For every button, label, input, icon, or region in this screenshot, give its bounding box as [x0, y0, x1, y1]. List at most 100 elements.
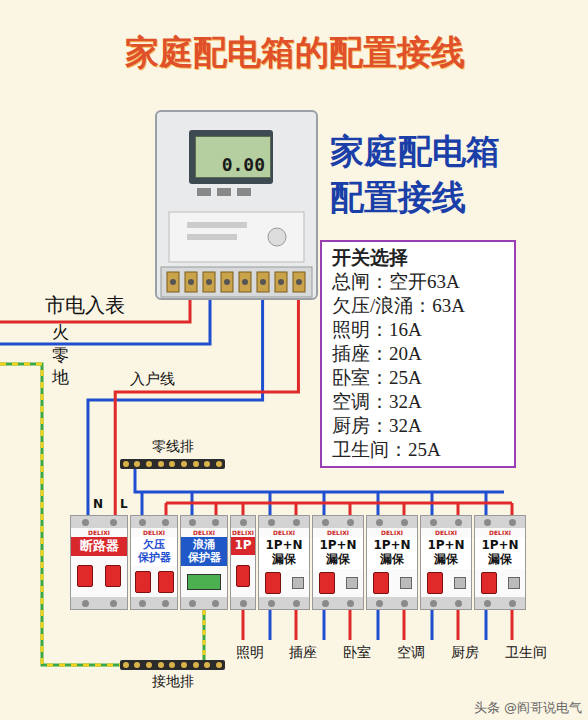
wire — [115, 300, 298, 515]
terminal-screw — [322, 519, 329, 526]
label: 头条 @阎哥说电气 — [0, 700, 582, 716]
terminal-screw — [162, 600, 169, 607]
meter-body-part — [169, 212, 304, 262]
toggle-handle — [373, 572, 389, 594]
toggle-handle — [77, 565, 93, 587]
wire — [135, 465, 504, 492]
spec-line: 空调：32A — [332, 390, 504, 414]
terminal-screw — [401, 600, 408, 607]
terminal-screw — [484, 519, 491, 526]
window — [187, 574, 221, 590]
meter-body-part — [189, 130, 273, 184]
label: L — [120, 497, 128, 511]
spec-line: 照明：16A — [332, 318, 504, 342]
circuit-label: 卫生间 — [505, 645, 519, 660]
toggle-handle — [265, 572, 281, 594]
brand-text: DELIXI — [475, 528, 525, 537]
brand-text: DELIXI — [313, 528, 363, 537]
terminal-screw — [347, 519, 354, 526]
brand-text: DELIXI — [231, 528, 255, 537]
wire — [511, 610, 514, 640]
brand-text: DELIXI — [71, 528, 127, 537]
meter-body-part — [237, 188, 251, 196]
wire — [203, 610, 206, 660]
wire — [166, 502, 512, 505]
screw — [158, 662, 164, 668]
meter-body-part — [239, 272, 251, 292]
circuit-label: 厨房 — [451, 645, 465, 660]
test-button — [400, 577, 412, 589]
wire — [349, 610, 352, 640]
label: 零 — [52, 346, 69, 364]
terminal-screw — [212, 600, 219, 607]
meter-body-part — [185, 272, 197, 292]
terminal-screw — [347, 600, 354, 607]
label: 火 — [52, 323, 69, 341]
terminal-strip — [421, 516, 471, 528]
spec-line: 厨房：32A — [332, 414, 504, 438]
toggle-area — [367, 569, 417, 597]
brand-text: DELIXI — [131, 528, 177, 537]
meter-reading: 0.00 — [222, 154, 265, 175]
toggle-area — [313, 569, 363, 597]
spec-line: 卧室：25A — [332, 366, 504, 390]
toggle-area — [71, 556, 127, 597]
screw — [193, 461, 199, 467]
terminal-strip — [259, 597, 309, 609]
bus-bar: 接地排 — [120, 660, 225, 691]
meter-body-part — [293, 272, 305, 292]
breaker-module: DELIXI浪涌 保护器 — [180, 515, 228, 610]
breaker-name: 欠压 保护器 — [131, 537, 177, 566]
terminal-strip — [475, 597, 525, 609]
breaker-module: DELIXI1P — [230, 515, 256, 610]
breaker-module: DELIXI欠压 保护器 — [130, 515, 178, 610]
terminal-screw — [162, 519, 169, 526]
terminal-screw — [401, 519, 408, 526]
breaker-module: DELIXI1P+N 漏保 — [474, 515, 526, 610]
test-button — [508, 577, 520, 589]
brand-text: DELIXI — [421, 528, 471, 537]
meter-body-part — [161, 267, 312, 297]
terminal-screw — [110, 519, 117, 526]
wire — [457, 503, 460, 515]
bus-label: 接地排 — [120, 673, 225, 691]
test-button — [346, 577, 358, 589]
screw — [134, 461, 140, 467]
energy-meter: 0.00 — [155, 110, 318, 300]
bus-label: 零线排 — [120, 438, 225, 456]
terminal-screw — [240, 519, 247, 526]
wire — [165, 503, 168, 515]
toggle-area — [421, 569, 471, 597]
terminal-screw — [82, 519, 89, 526]
toggle-area — [259, 569, 309, 597]
wire — [403, 610, 406, 640]
test-button — [454, 577, 466, 589]
toggle-area — [231, 555, 255, 597]
terminal-strip — [181, 516, 227, 528]
wire — [242, 503, 245, 515]
meter-body-part — [167, 272, 179, 292]
breaker-module: DELIXI1P+N 漏保 — [420, 515, 472, 610]
screw — [158, 461, 164, 467]
spec-line: 插座：20A — [332, 342, 504, 366]
spec-line: 欠压/浪涌：63A — [332, 294, 504, 318]
terminal-screw — [430, 519, 437, 526]
meter-body-part — [206, 279, 212, 285]
circuit-label: 卧室 — [343, 645, 357, 660]
breaker-name: 1P+N 漏保 — [313, 537, 363, 569]
toggle-handle — [135, 571, 151, 593]
screw — [181, 461, 187, 467]
toggle-handle — [427, 572, 443, 594]
wire — [349, 503, 352, 515]
label: N — [93, 497, 103, 511]
meter-body-part — [221, 272, 233, 292]
terminal-strip — [313, 597, 363, 609]
circuit-label: 插座 — [289, 645, 303, 660]
breaker-module: DELIXI断路器 — [70, 515, 128, 610]
breaker-module: DELIXI1P+N 漏保 — [366, 515, 418, 610]
screw — [216, 662, 222, 668]
screw — [123, 662, 129, 668]
meter-body-part — [188, 279, 194, 285]
circuit-label: 照明 — [236, 645, 250, 660]
breaker-name: 1P — [231, 537, 255, 555]
